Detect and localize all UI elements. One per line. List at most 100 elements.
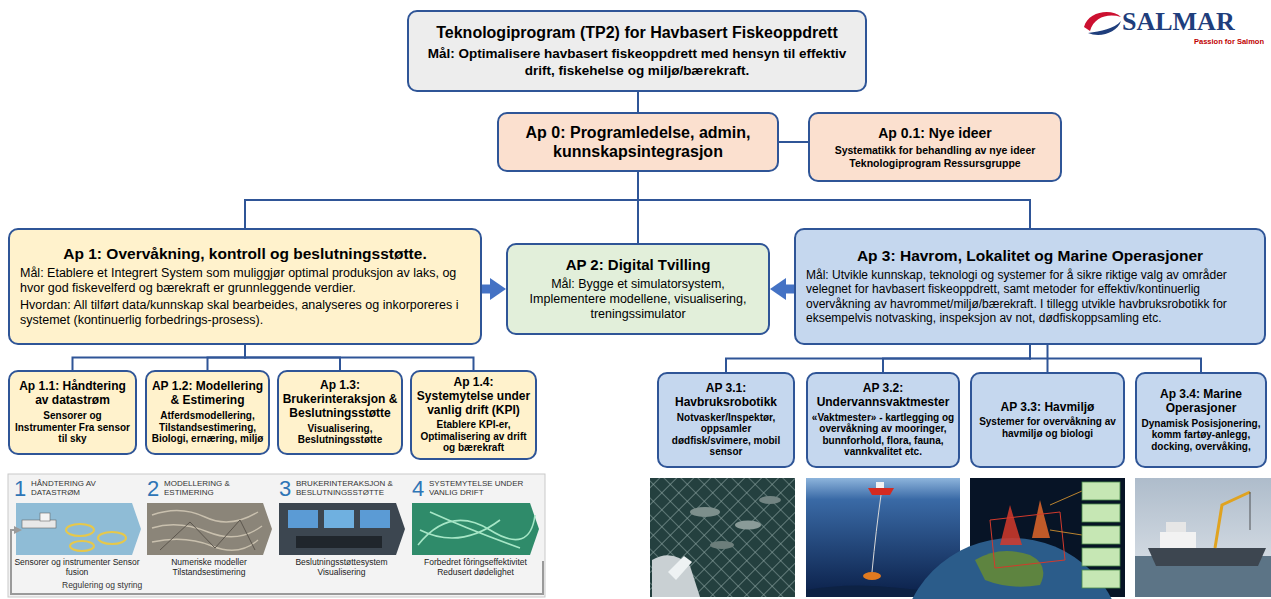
step-number: 2: [147, 476, 163, 501]
box-heading: Ap 1: Overvåkning, kontroll og beslutnin…: [20, 245, 470, 264]
connector-line: [245, 172, 638, 228]
vessel-photo: [1135, 478, 1271, 597]
net-robot-photo: [759, 496, 781, 504]
ocean-monitoring-photo: [900, 478, 1125, 599]
seabed-vessel-photo: [872, 495, 881, 572]
connector-line: [73, 345, 246, 370]
process-strip-illustration: [8, 474, 545, 597]
seabed-vessel-photo: [876, 482, 884, 488]
process-strip-illustration: [147, 503, 272, 555]
step-caption: Beslutningsstøttesystem Visualisering: [278, 558, 405, 578]
flow-arrow: [786, 285, 794, 294]
process-strip-illustration: [40, 513, 50, 521]
step-number: 4: [412, 476, 428, 501]
ocean-monitoring-photo: [990, 512, 1065, 568]
connector-line: [245, 345, 474, 370]
vessel-photo: [1135, 478, 1271, 597]
step-number: 1: [14, 476, 30, 501]
net-robot-photo: [710, 541, 734, 549]
step-caption: Sensorer og instrumenter Sensor fusion: [14, 558, 140, 578]
ocean-monitoring-photo: [1082, 548, 1120, 566]
box-text: Mål: Optimalisere havbasert fiskeoppdret…: [419, 46, 855, 78]
sub-package-box: Ap 1.4: Systemytelse under vanlig drift …: [410, 370, 537, 460]
box-heading: AP 3.3: Havmiljø: [975, 401, 1120, 415]
box-text: Atferdsmodellering, Tilstandsestimering,…: [150, 410, 265, 445]
ocean-monitoring-photo: [1082, 526, 1120, 544]
box-heading: AP 3.1: Havbruksrobotikk: [662, 382, 790, 410]
process-strip-illustration: [98, 532, 126, 544]
process-strip-illustration: [412, 503, 539, 555]
ocean-monitoring-photo: [900, 538, 1124, 599]
box-heading: Ap 0: Programledelse, admin, kunnskapsin…: [507, 123, 769, 161]
process-strip-illustration: [16, 503, 141, 555]
box-text: Dynamisk Posisjonering, komm fartøy-anle…: [1140, 418, 1262, 453]
net-robot-photo: [690, 507, 720, 517]
process-strip-illustration: [279, 503, 405, 555]
sub-package-box: Ap 1.3: Brukerinteraksjon & Beslutningss…: [277, 370, 403, 455]
work-package-box: Ap 0: Programledelse, admin, kunnskapsin…: [497, 112, 779, 172]
sub-package-box: AP 3.3: HavmiljøSystemer for overvåkning…: [970, 372, 1125, 468]
connector-line: [637, 92, 639, 112]
vessel-photo: [1250, 492, 1251, 530]
process-strip-illustration: [324, 510, 354, 528]
step-caption: Forbedret fôringseffektivitet Redusert d…: [411, 558, 540, 578]
ocean-monitoring-photo: [1050, 530, 1082, 535]
ocean-monitoring-photo: [1032, 500, 1050, 538]
net-robot-photo: [668, 556, 692, 580]
box-text: Mål: Bygge et simulatorsystem, Implement…: [516, 277, 760, 322]
box-heading: Ap 3.4: Marine Operasjoner: [1140, 388, 1262, 416]
sub-package-box: Ap 1.1: Håndtering av datastrømSensorer …: [8, 370, 137, 455]
ocean-monitoring-photo: [1082, 570, 1120, 588]
work-package-box: AP 2: Digital TvillingMål: Bygge et simu…: [506, 243, 770, 335]
process-strip-illustration: [160, 520, 255, 550]
process-strip-illustration: [296, 536, 382, 548]
connector-line: [1030, 345, 1201, 372]
box-text: Systemer for overvåkning av havmiljø og …: [975, 416, 1120, 439]
box-text: «Vaktmester» - kartlegging og overvåknin…: [811, 412, 955, 458]
box-heading: Ap 1.3: Brukerinteraksjon & Beslutningss…: [282, 379, 398, 420]
box-text: Notvasker/Inspektør, oppsamler dødfisk/s…: [662, 412, 790, 458]
step-number: 3: [279, 476, 295, 501]
box-text: Hvordan: All tilført data/kunnskap skal …: [20, 298, 470, 328]
salmar-logo-icon: [1088, 21, 1121, 35]
box-text: Etablere KPI-er, Optimalisering av drift…: [415, 419, 532, 454]
net-robot-photo: [652, 555, 700, 597]
sub-package-box: AP 3.1: HavbruksrobotikkNotvasker/Inspek…: [657, 372, 795, 468]
connector-line: [883, 345, 1030, 372]
work-package-box: Ap 0.1: Nye ideerSystematikk for behandl…: [808, 112, 1062, 182]
step-heading: SYSTEMYTELSE UNDER VANLIG DRIFT: [429, 479, 542, 497]
vessel-photo: [1166, 522, 1186, 532]
box-heading: Ap 3: Havrom, Lokalitet og Marine Operas…: [806, 247, 1254, 266]
sub-package-box: AP 1.2: Modellering & EstimeringAtferdsm…: [145, 370, 270, 455]
box-heading: AP 2: Digital Tvilling: [516, 256, 760, 274]
vessel-photo: [1215, 492, 1250, 548]
ocean-monitoring-photo: [1082, 504, 1120, 522]
connector-line: [208, 345, 246, 370]
box-text: Visualisering, Beslutningsstøtte: [282, 423, 398, 446]
process-strip-illustration: [11, 530, 543, 594]
logo-tagline: Passion for Salmon: [1160, 38, 1264, 47]
logo-text: SALMAR: [1122, 7, 1264, 37]
process-strip-illustration: [152, 510, 262, 550]
process-strip-illustration: [8, 474, 545, 597]
process-strip-illustration: [360, 510, 390, 528]
step-heading: BRUKERINTERAKSJON & BESLUTNINGSSTØTTE: [296, 479, 408, 497]
vessel-photo: [1148, 548, 1266, 566]
ocean-monitoring-photo: [1082, 482, 1120, 500]
connector-line: [779, 141, 808, 143]
ocean-monitoring-photo: [975, 551, 1043, 587]
connector-line: [726, 345, 1030, 372]
loop-label: Regulering og styring: [60, 581, 144, 591]
box-text: Sensorer og Instrumenter Fra sensor til …: [13, 410, 132, 445]
net-robot-photo: [735, 521, 761, 530]
sub-package-box: Ap 3.4: Marine OperasjonerDynamisk Posis…: [1135, 372, 1267, 468]
process-strip-illustration: [288, 510, 318, 528]
box-heading: Ap 1.1: Håndtering av datastrøm: [13, 380, 132, 408]
flow-arrow: [482, 285, 490, 294]
seabed-vessel-photo: [863, 572, 881, 580]
step-heading: MODELLERING & ESTIMERING: [164, 479, 270, 497]
ocean-monitoring-photo: [1000, 505, 1022, 545]
box-heading: Ap 0.1: Nye ideer: [814, 125, 1056, 142]
process-strip-illustration: [70, 541, 94, 551]
net-robot-photo: [650, 478, 795, 597]
